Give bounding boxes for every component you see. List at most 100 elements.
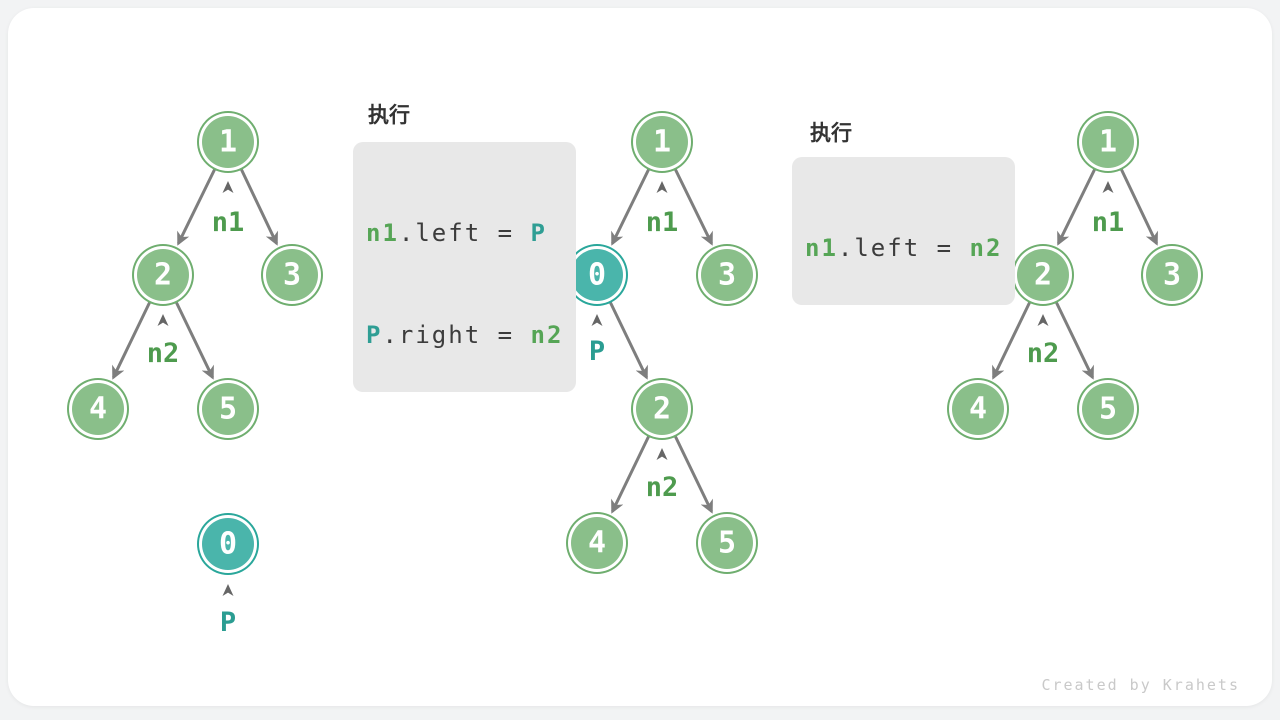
node-value: 1 [1099, 125, 1117, 160]
code-var-p: P [530, 219, 547, 247]
node-value: 4 [89, 392, 107, 427]
edge-2-to-5 [1055, 301, 1094, 380]
node-value: 4 [588, 526, 606, 561]
edge-2-to-5 [674, 435, 713, 514]
node-fill [1017, 249, 1069, 301]
node-value: 5 [718, 526, 736, 561]
tree-step-3: 1 2 3 4 5 n1 n2 [947, 111, 1203, 440]
node-value: 0 [588, 258, 606, 293]
node-value: 1 [653, 125, 671, 160]
tree2-node-n2: 2 [631, 378, 693, 440]
tree1-node-left: 2 [132, 244, 194, 306]
code-line: n1.left = P [366, 216, 563, 250]
node-fill [571, 517, 623, 569]
node-value: 3 [1163, 258, 1181, 293]
code-var-n1: n1 [366, 219, 399, 247]
tree3-node-left-right: 5 [1077, 378, 1139, 440]
pointer-label-p: P [589, 336, 605, 367]
tree-step-1: 1 2 3 4 5 n1 n2 [67, 111, 323, 638]
node-fill [701, 249, 753, 301]
code-block-2: n1.left = n2 [792, 157, 1016, 305]
node-fill [72, 383, 124, 435]
tree1-node-left-right: 5 [197, 378, 259, 440]
tree1-node-right: 3 [261, 244, 323, 306]
code-line: n1.left = n2 [805, 231, 1002, 265]
node-value: 2 [1034, 258, 1052, 293]
node-fill [952, 383, 1004, 435]
node-fill [1146, 249, 1198, 301]
edge-1-to-3 [1120, 168, 1158, 246]
edge-1-to-0 [611, 168, 650, 246]
edge-1-to-2 [1057, 168, 1096, 246]
tree-step-2: 1 0 3 2 4 5 [566, 111, 758, 574]
tree2-node-p: 0 [566, 244, 628, 306]
edge-1-to-3 [240, 168, 278, 246]
pointer-label-p: P [220, 607, 236, 638]
edge-2-to-4 [611, 435, 650, 514]
tree3-node-left: 2 [1012, 244, 1074, 306]
tree1-node-left-left: 4 [67, 378, 129, 440]
tree3-node-left-left: 4 [947, 378, 1009, 440]
node-fill [137, 249, 189, 301]
node-fill [571, 249, 623, 301]
node-value: 0 [219, 527, 237, 562]
code-text: .right = [382, 321, 531, 349]
node-fill [636, 116, 688, 168]
code-var-p: P [366, 321, 383, 349]
node-value: 4 [969, 392, 987, 427]
tree1-node-root: 1 [197, 111, 259, 173]
node-fill [202, 383, 254, 435]
node-value: 5 [1099, 392, 1117, 427]
pointer-caret-icon [656, 448, 668, 460]
node-value: 1 [219, 125, 237, 160]
tree2-node-n2-right: 5 [696, 512, 758, 574]
code-text: .left = [837, 234, 970, 262]
node-value: 2 [653, 392, 671, 427]
tree2-node-root: 1 [631, 111, 693, 173]
node-fill [202, 116, 254, 168]
node-fill [1082, 383, 1134, 435]
node-fill [202, 518, 254, 570]
exec-title-2: 执行 [810, 122, 852, 145]
tree2-node-right: 3 [696, 244, 758, 306]
pointer-label-n1: n1 [212, 207, 245, 238]
code-var-n1: n1 [805, 234, 838, 262]
pointer-caret-icon [157, 314, 169, 326]
pointer-label-n1: n1 [646, 207, 679, 238]
code-text: .left = [398, 219, 531, 247]
pointer-caret-icon [656, 181, 668, 193]
edge-1-to-2 [177, 168, 216, 246]
node-fill [266, 249, 318, 301]
tree2-node-n2-left: 4 [566, 512, 628, 574]
pointer-caret-icon [1037, 314, 1049, 326]
code-var-n2: n2 [530, 321, 564, 349]
edge-2-to-4 [112, 301, 151, 380]
pointer-caret-icon [591, 314, 603, 326]
tree3-node-root: 1 [1077, 111, 1139, 173]
pointer-label-n1: n1 [1092, 207, 1125, 238]
pointer-label-n2: n2 [1027, 338, 1060, 369]
node-value: 3 [283, 258, 301, 293]
pointer-caret-icon [1102, 181, 1114, 193]
code-block-1: n1.left = P P.right = n2 [353, 142, 577, 392]
code-line: P.right = n2 [366, 318, 563, 352]
node-value: 3 [718, 258, 736, 293]
edge-0-to-2 [609, 301, 648, 380]
node-value: 5 [219, 392, 237, 427]
edge-1-to-3 [674, 168, 713, 246]
pointer-caret-icon [222, 181, 234, 193]
pointer-label-n2: n2 [147, 338, 180, 369]
pointer-caret-icon [222, 584, 234, 596]
pointer-label-n2: n2 [646, 472, 679, 503]
tree1-floating-node-p: 0 [197, 513, 259, 575]
watermark: Created by Krahets [1041, 676, 1240, 694]
node-fill [636, 383, 688, 435]
code-var-n2: n2 [969, 234, 1003, 262]
node-fill [701, 517, 753, 569]
edge-2-to-5 [175, 301, 214, 380]
node-value: 2 [154, 258, 172, 293]
tree3-node-right: 3 [1141, 244, 1203, 306]
edge-2-to-4 [992, 301, 1031, 380]
exec-title-1: 执行 [368, 104, 410, 127]
